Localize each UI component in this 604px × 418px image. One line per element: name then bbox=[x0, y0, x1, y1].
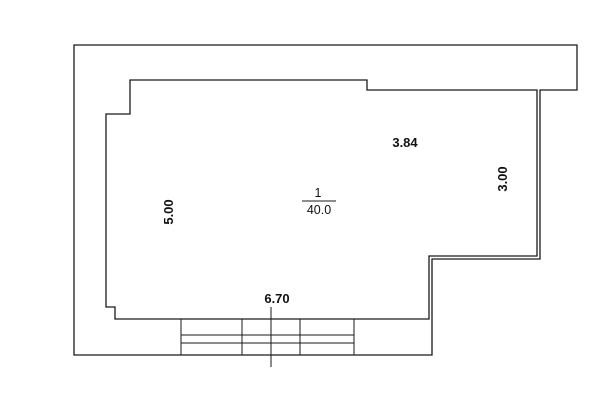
outer-wall-outline bbox=[73, 44, 578, 356]
dimension-top: 3.84 bbox=[392, 135, 418, 150]
room-area: 40.0 bbox=[307, 203, 331, 217]
dimension-left: 5.00 bbox=[161, 199, 176, 224]
dimension-right: 3.00 bbox=[495, 166, 510, 191]
room-number: 1 bbox=[315, 186, 322, 200]
inner-room-outline bbox=[105, 79, 538, 320]
window-block bbox=[180, 307, 355, 367]
window-frame bbox=[180, 318, 355, 356]
dimension-bottom: 6.70 bbox=[264, 291, 289, 306]
